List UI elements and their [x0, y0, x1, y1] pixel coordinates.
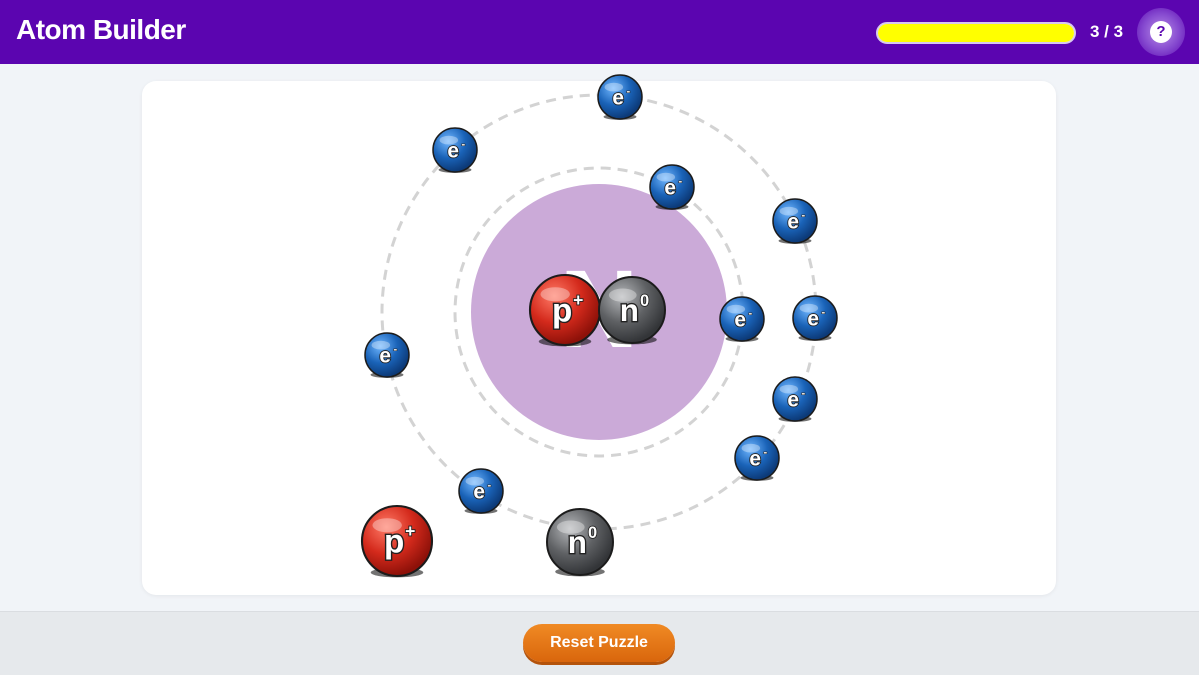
electron-9[interactable]: e-: [734, 435, 780, 481]
electron-label: e: [807, 307, 819, 330]
electron-charge: -: [822, 306, 826, 318]
proton-charge: +: [573, 290, 583, 310]
electron-10[interactable]: e-: [458, 468, 504, 514]
neutron-charge: 0: [640, 292, 649, 310]
reset-puzzle-button[interactable]: Reset Puzzle: [523, 624, 675, 662]
electron-charge: -: [802, 387, 806, 399]
electron-charge: -: [488, 479, 492, 491]
electron-label: e: [787, 210, 799, 233]
progress-fill: [878, 24, 1074, 42]
proton-charge: +: [405, 521, 415, 541]
electron-5[interactable]: e-: [719, 296, 765, 342]
progress-bar: [876, 22, 1076, 44]
electron-charge: -: [679, 175, 683, 187]
proton-label: p: [384, 524, 404, 561]
electron-label: e: [612, 86, 624, 109]
electron-charge: -: [802, 209, 806, 221]
electron-label: e: [379, 344, 391, 367]
electron-label: e: [447, 139, 459, 162]
electron-label: e: [787, 388, 799, 411]
neutron-label: n: [620, 293, 639, 328]
electron-2[interactable]: e-: [432, 127, 478, 173]
electron-label: e: [749, 447, 761, 470]
top-bar: Atom Builder 3 / 3 ?: [0, 0, 1199, 64]
electron-4[interactable]: e-: [772, 198, 818, 244]
electron-charge: -: [462, 138, 466, 150]
app-title: Atom Builder: [16, 14, 186, 45]
electron-charge: -: [764, 446, 768, 458]
electron-6[interactable]: e-: [792, 295, 838, 341]
electron-8[interactable]: e-: [772, 376, 818, 422]
electron-charge: -: [627, 85, 631, 97]
electron-label: e: [664, 176, 676, 199]
help-icon[interactable]: ?: [1150, 21, 1172, 43]
nucleus-proton[interactable]: p+: [528, 273, 602, 347]
neutron-charge: 0: [588, 524, 597, 542]
electron-charge: -: [394, 343, 398, 355]
electron-label: e: [734, 308, 746, 331]
progress-label: 3 / 3: [1090, 22, 1124, 41]
loose-proton[interactable]: p+: [360, 504, 434, 578]
electron-charge: -: [749, 307, 753, 319]
electron-1[interactable]: e-: [597, 74, 643, 120]
electron-label: e: [473, 480, 485, 503]
electron-7[interactable]: e-: [364, 332, 410, 378]
electron-3[interactable]: e-: [649, 164, 695, 210]
proton-label: p: [552, 293, 572, 330]
neutron-label: n: [568, 525, 587, 560]
